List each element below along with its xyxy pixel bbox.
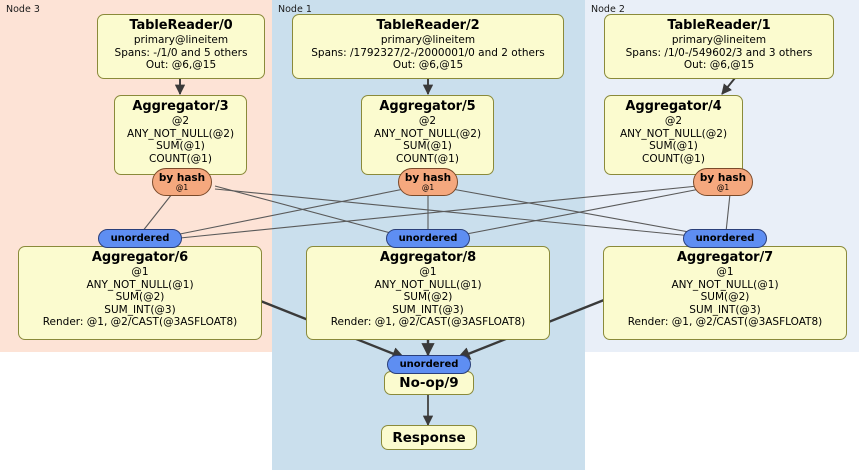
processor-response[interactable]: Response [381, 425, 477, 450]
processor-title: Aggregator/3 [132, 99, 229, 114]
stream-unordered-right[interactable]: unordered [683, 229, 767, 248]
hash-router-right[interactable]: by hash @1 [693, 168, 753, 196]
processor-detail-line: SUM(@1) [649, 140, 698, 153]
processor-aggregator-4[interactable]: Aggregator/4 @2 ANY_NOT_NULL(@2) SUM(@1)… [604, 95, 743, 175]
processor-detail-line: @2 [664, 115, 683, 127]
processor-detail-line: ANY_NOT_NULL(@1) [671, 278, 779, 291]
processor-detail-line: ANY_NOT_NULL(@2) [373, 127, 482, 140]
processor-detail-line: Render: @1, @2/CAST(@3ASFLOAT8) [42, 316, 238, 329]
processor-detail-line: SUM(@2) [700, 291, 750, 304]
processor-detail-line: @2 [418, 115, 437, 127]
hash-router-left[interactable]: by hash @1 [152, 168, 212, 196]
processor-detail-line: ANY_NOT_NULL(@2) [126, 127, 235, 140]
processor-no-op-9[interactable]: No-op/9 [384, 371, 474, 395]
processor-aggregator-8[interactable]: Aggregator/8 @1 ANY_NOT_NULL(@1) SUM(@2)… [306, 246, 550, 340]
processor-detail-line: Render: @1, @2/CAST(@3ASFLOAT8) [330, 316, 526, 329]
hash-router-label: by hash [404, 171, 452, 184]
processor-title: Aggregator/5 [379, 99, 476, 114]
processor-title: Aggregator/6 [91, 250, 189, 265]
processor-detail-line: ANY_NOT_NULL(@1) [86, 278, 194, 291]
hash-router-label: by hash [699, 171, 747, 184]
processor-detail-line: @1 [131, 266, 149, 278]
processor-detail-line: ANY_NOT_NULL(@1) [374, 278, 482, 291]
processor-title: No-op/9 [399, 375, 459, 391]
hash-router-center[interactable]: by hash @1 [398, 168, 458, 196]
hash-router-column: @1 [421, 182, 435, 192]
processor-detail-line: SUM_INT(@3) [392, 303, 464, 316]
node-panel-label-node2: Node 2 [591, 4, 625, 15]
processor-title: Aggregator/7 [676, 250, 774, 265]
processor-title: Aggregator/8 [379, 250, 477, 265]
processor-aggregator-7[interactable]: Aggregator/7 @1 ANY_NOT_NULL(@1) SUM(@2)… [603, 246, 847, 340]
processor-detail-line: @2 [171, 115, 190, 127]
processor-detail-line: SUM_INT(@3) [689, 303, 761, 316]
processor-table-reader-2[interactable]: TableReader/2 primary@lineitem Spans: /1… [292, 14, 564, 79]
processor-detail-line: primary@lineitem [671, 34, 767, 46]
processor-detail-line: ANY_NOT_NULL(@2) [619, 127, 728, 140]
processor-detail-line: COUNT(@1) [396, 152, 459, 165]
processor-detail-line: SUM(@2) [403, 291, 453, 304]
stream-label: unordered [398, 233, 458, 244]
processor-detail-line: Render: @1, @2/CAST(@3ASFLOAT8) [627, 316, 823, 329]
processor-aggregator-5[interactable]: Aggregator/5 @2 ANY_NOT_NULL(@2) SUM(@1)… [361, 95, 494, 175]
hash-router-label: by hash [158, 171, 206, 184]
stream-label: unordered [399, 359, 459, 370]
processor-title: TableReader/2 [376, 18, 480, 33]
processor-detail-line: Spans: /1/0-/549602/3 and 3 others [625, 46, 813, 59]
processor-detail-line: Out: @6,@15 [145, 59, 217, 72]
stream-unordered-left[interactable]: unordered [98, 229, 182, 248]
stream-label: unordered [695, 233, 755, 244]
processor-title: TableReader/0 [129, 18, 233, 33]
processor-detail-line: COUNT(@1) [642, 152, 705, 165]
node-panel-label-node1: Node 1 [278, 4, 312, 15]
processor-title: Response [392, 429, 466, 446]
processor-table-reader-0[interactable]: TableReader/0 primary@lineitem Spans: -/… [97, 14, 265, 79]
hash-router-column: @1 [716, 182, 730, 192]
processor-detail-line: Out: @6,@15 [683, 59, 755, 72]
processor-detail-line: SUM_INT(@3) [104, 303, 176, 316]
stream-unordered-final[interactable]: unordered [387, 355, 471, 374]
stream-unordered-center[interactable]: unordered [386, 229, 470, 248]
hash-router-column: @1 [175, 182, 189, 192]
processor-table-reader-1[interactable]: TableReader/1 primary@lineitem Spans: /1… [604, 14, 834, 79]
processor-aggregator-6[interactable]: Aggregator/6 @1 ANY_NOT_NULL(@1) SUM(@2)… [18, 246, 262, 340]
processor-detail-line: Spans: /1792327/2-/2000001/0 and 2 other… [311, 46, 545, 59]
node-panel-label-node3: Node 3 [6, 4, 40, 15]
processor-detail-line: SUM(@1) [403, 140, 452, 153]
processor-aggregator-3[interactable]: Aggregator/3 @2 ANY_NOT_NULL(@2) SUM(@1)… [114, 95, 247, 175]
processor-detail-line: Spans: -/1/0 and 5 others [114, 46, 248, 59]
stream-label: unordered [110, 233, 170, 244]
processor-detail-line: @1 [419, 266, 437, 278]
processor-detail-line: primary@lineitem [380, 34, 476, 46]
processor-detail-line: Out: @6,@15 [392, 59, 464, 72]
processor-detail-line: @1 [716, 266, 734, 278]
processor-detail-line: SUM(@2) [115, 291, 165, 304]
processor-title: TableReader/1 [667, 18, 771, 33]
processor-detail-line: primary@lineitem [133, 34, 229, 46]
processor-title: Aggregator/4 [625, 99, 722, 114]
processor-detail-line: COUNT(@1) [149, 152, 212, 165]
processor-detail-line: SUM(@1) [156, 140, 205, 153]
